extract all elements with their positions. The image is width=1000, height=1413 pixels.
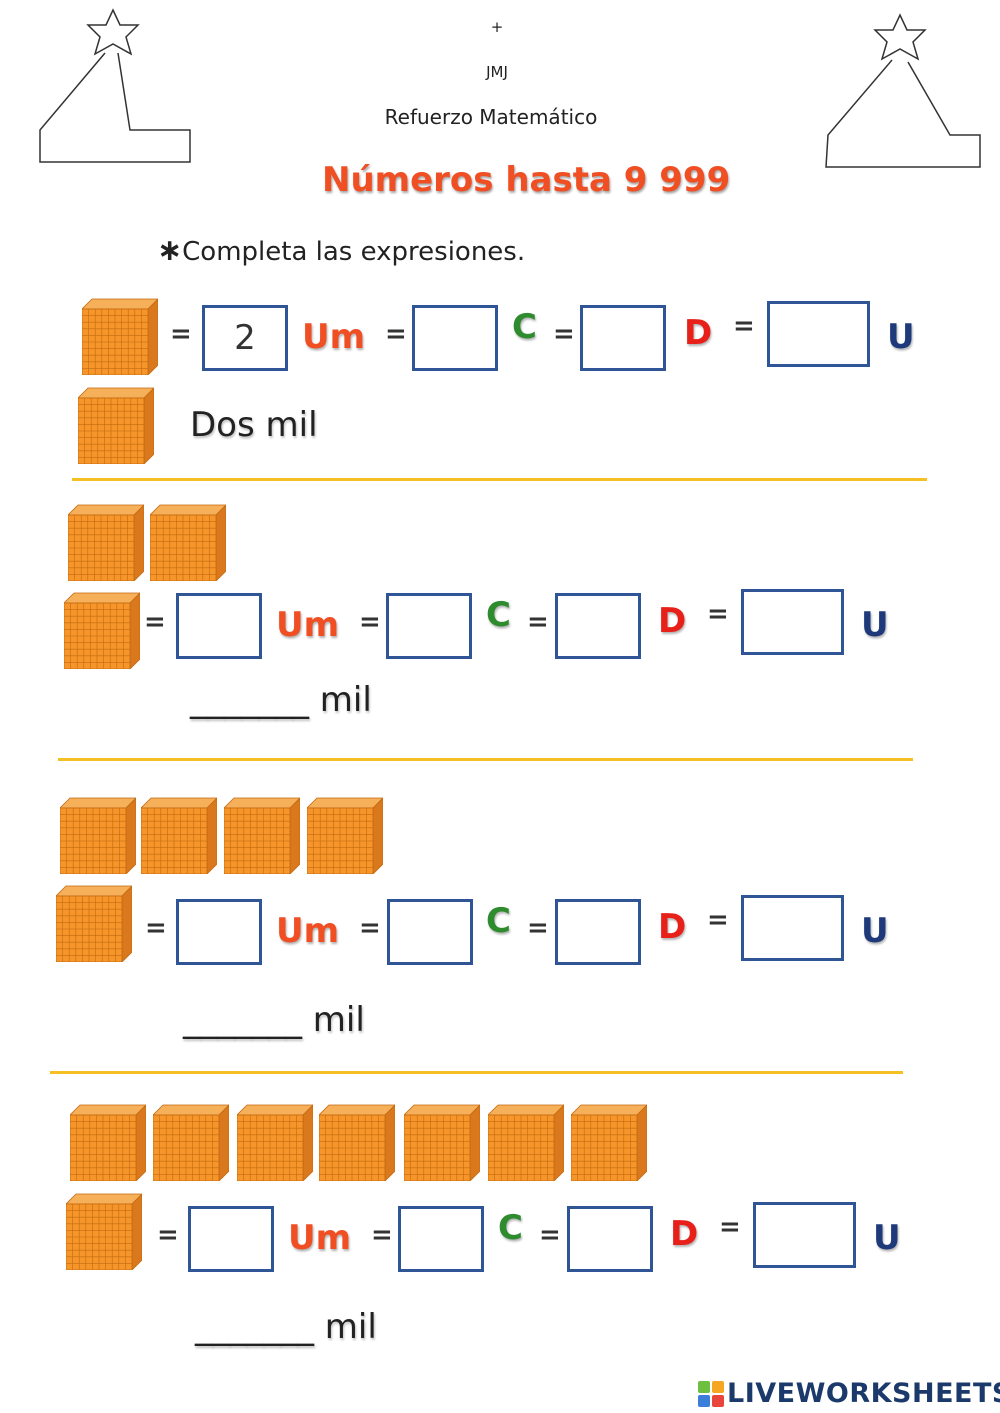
answer-box-um[interactable] xyxy=(176,593,262,659)
unit-label-c: C xyxy=(486,595,511,635)
thousand-cube-icon xyxy=(488,1103,564,1181)
instruction-text: Completa las expresiones. xyxy=(182,237,526,267)
equals-sign: = xyxy=(553,319,575,349)
answer-box-u[interactable] xyxy=(753,1202,856,1268)
answer-box-d[interactable] xyxy=(567,1206,653,1272)
answer-box-u[interactable] xyxy=(767,301,870,367)
equals-sign: = xyxy=(707,905,729,935)
thousand-cube-icon xyxy=(319,1103,395,1181)
equals-sign: = xyxy=(527,913,549,943)
equals-sign: = xyxy=(157,1220,179,1250)
equals-sign: = xyxy=(733,311,755,341)
thousand-cube-icon xyxy=(70,1103,146,1181)
instruction: ∗Completa las expresiones. xyxy=(157,233,525,268)
answer-box-u[interactable] xyxy=(741,589,844,655)
unit-label-um: Um xyxy=(276,605,340,645)
section-divider xyxy=(50,1071,903,1074)
unit-label-c: C xyxy=(512,307,537,347)
equals-sign: = xyxy=(144,607,166,637)
unit-label-d: D xyxy=(658,907,687,947)
thousand-cube-icon xyxy=(153,1103,229,1181)
answer-box-c[interactable] xyxy=(412,305,498,371)
unit-label-c: C xyxy=(486,901,511,941)
thousand-cube-icon xyxy=(64,591,140,669)
unit-label-um: Um xyxy=(276,911,340,951)
equals-sign: = xyxy=(719,1212,741,1242)
unit-label-u: U xyxy=(861,911,889,951)
answer-box-c[interactable] xyxy=(386,593,472,659)
number-in-words[interactable]: _______ mil xyxy=(190,680,372,720)
equals-sign: = xyxy=(707,599,729,629)
page-title: Números hasta 9 999 xyxy=(322,160,731,200)
answer-box-um[interactable] xyxy=(188,1206,274,1272)
section-divider xyxy=(58,758,913,761)
thousand-cube-icon xyxy=(68,503,144,581)
unit-label-u: U xyxy=(887,317,915,357)
answer-box-um[interactable] xyxy=(176,899,262,965)
liveworksheets-logo-icon xyxy=(698,1380,724,1407)
thousand-cube-icon xyxy=(66,1192,142,1270)
number-in-words[interactable]: _______ mil xyxy=(183,1000,365,1040)
star-hat-right-icon xyxy=(825,13,981,168)
answer-box-d[interactable] xyxy=(555,593,641,659)
unit-label-d: D xyxy=(658,601,687,641)
answer-box-c[interactable] xyxy=(387,899,473,965)
unit-label-d: D xyxy=(670,1214,699,1254)
thousand-cube-icon xyxy=(237,1103,313,1181)
unit-label-um: Um xyxy=(288,1218,352,1258)
thousand-cube-icon xyxy=(56,884,132,962)
equals-sign: = xyxy=(359,913,381,943)
unit-label-c: C xyxy=(498,1208,523,1248)
header-initials: JMJ xyxy=(486,63,508,81)
thousand-cube-icon xyxy=(82,297,158,375)
answer-box-d[interactable] xyxy=(580,305,666,371)
thousand-cube-icon xyxy=(571,1103,647,1181)
number-in-words[interactable]: _______ mil xyxy=(195,1307,377,1347)
thousand-cube-icon xyxy=(78,386,154,464)
unit-label-u: U xyxy=(861,605,889,645)
equals-sign: = xyxy=(170,319,192,349)
thousand-cube-icon xyxy=(307,796,383,874)
equals-sign: = xyxy=(385,319,407,349)
thousand-cube-icon xyxy=(404,1103,480,1181)
asterisk-icon: ∗ xyxy=(157,233,183,268)
thousand-cube-icon xyxy=(224,796,300,874)
header-cross: + xyxy=(490,18,504,36)
equals-sign: = xyxy=(539,1220,561,1250)
equals-sign: = xyxy=(527,607,549,637)
answer-box-u[interactable] xyxy=(741,895,844,961)
equals-sign: = xyxy=(145,913,167,943)
unit-label-d: D xyxy=(684,313,713,353)
thousand-cube-icon xyxy=(141,796,217,874)
answer-box-d[interactable] xyxy=(555,899,641,965)
unit-label-um: Um xyxy=(302,317,366,357)
unit-label-u: U xyxy=(873,1218,901,1258)
equals-sign: = xyxy=(359,607,381,637)
star-hat-left-icon xyxy=(39,8,191,163)
section-divider xyxy=(72,478,927,481)
equals-sign: = xyxy=(371,1220,393,1250)
number-in-words: Dos mil xyxy=(190,405,318,445)
answer-box-um[interactable]: 2 xyxy=(202,305,288,371)
thousand-cube-icon xyxy=(60,796,136,874)
answer-box-c[interactable] xyxy=(398,1206,484,1272)
header-subject: Refuerzo Matemático xyxy=(384,105,598,129)
footer-brand: LIVEWORKSHEETS xyxy=(697,1378,1000,1409)
thousand-cube-icon xyxy=(150,503,226,581)
brand-name: LIVEWORKSHEETS xyxy=(727,1378,1000,1409)
